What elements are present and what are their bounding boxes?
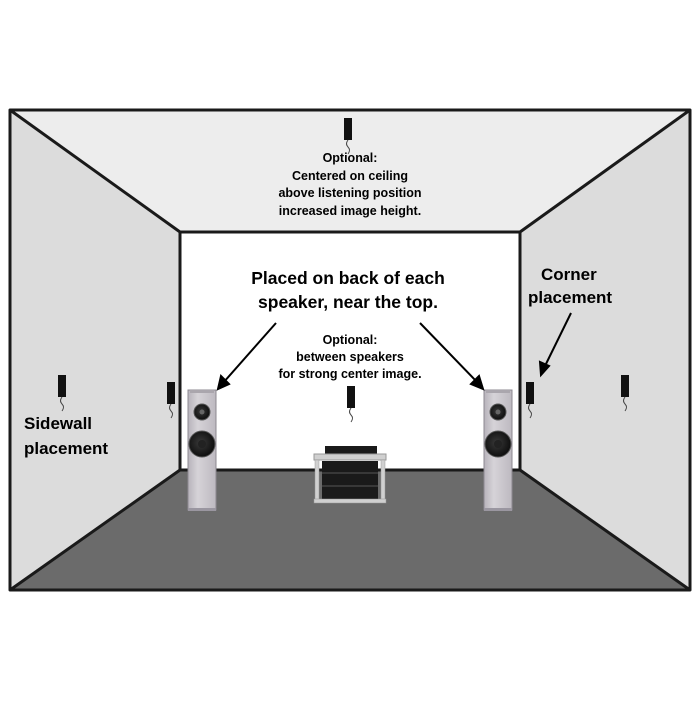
- arrowhead-right-speaker: [469, 374, 485, 391]
- right-floor-speaker-icon: [483, 389, 513, 511]
- back-of-speaker-label-line-1: Placed on back of each: [251, 268, 445, 288]
- arrowhead-left-speaker: [216, 374, 231, 391]
- back-wall: [180, 232, 520, 470]
- right-side-wall: [520, 110, 690, 590]
- between-speakers-label-line-3: for strong center image.: [278, 367, 421, 381]
- between-speakers-label: Optional: between speakers for strong ce…: [278, 333, 421, 381]
- corner-label-line-1: Corner: [541, 265, 597, 284]
- arrow-to-corner: [543, 312, 572, 369]
- ceiling-label-line-4: increased image height.: [279, 204, 421, 218]
- floor: [10, 470, 690, 590]
- arrowhead-corner: [538, 360, 551, 378]
- ceiling: [10, 110, 690, 232]
- ceiling-label-line-3: above listening position: [278, 186, 421, 200]
- corner-placement-label: Corner placement: [528, 265, 612, 307]
- equipment-rack-icon: [313, 446, 387, 504]
- between-speakers-label-line-1: Optional:: [323, 333, 378, 347]
- ceiling-label-line-1: Optional:: [323, 151, 378, 165]
- sidewall-label-line-1: Sidewall: [24, 414, 92, 433]
- sidewall-label-line-2: placement: [24, 439, 108, 458]
- sidewall-placement-label: Sidewall placement: [24, 414, 108, 458]
- left-side-wall: [10, 110, 180, 590]
- arrow-to-right-speaker: [419, 322, 479, 384]
- left-floor-speaker-icon: [187, 389, 217, 511]
- ceiling-label: Optional: Centered on ceiling above list…: [278, 151, 421, 218]
- room-outline: [8, 108, 692, 592]
- corner-label-line-2: placement: [528, 288, 612, 307]
- between-speakers-label-line-2: between speakers: [296, 350, 404, 364]
- back-of-speaker-label: Placed on back of each speaker, near the…: [251, 268, 445, 312]
- annotation-arrows: [216, 312, 572, 391]
- ceiling-label-line-2: Centered on ceiling: [292, 169, 408, 183]
- back-of-speaker-label-line-2: speaker, near the top.: [258, 292, 438, 312]
- arrow-to-left-speaker: [222, 322, 277, 384]
